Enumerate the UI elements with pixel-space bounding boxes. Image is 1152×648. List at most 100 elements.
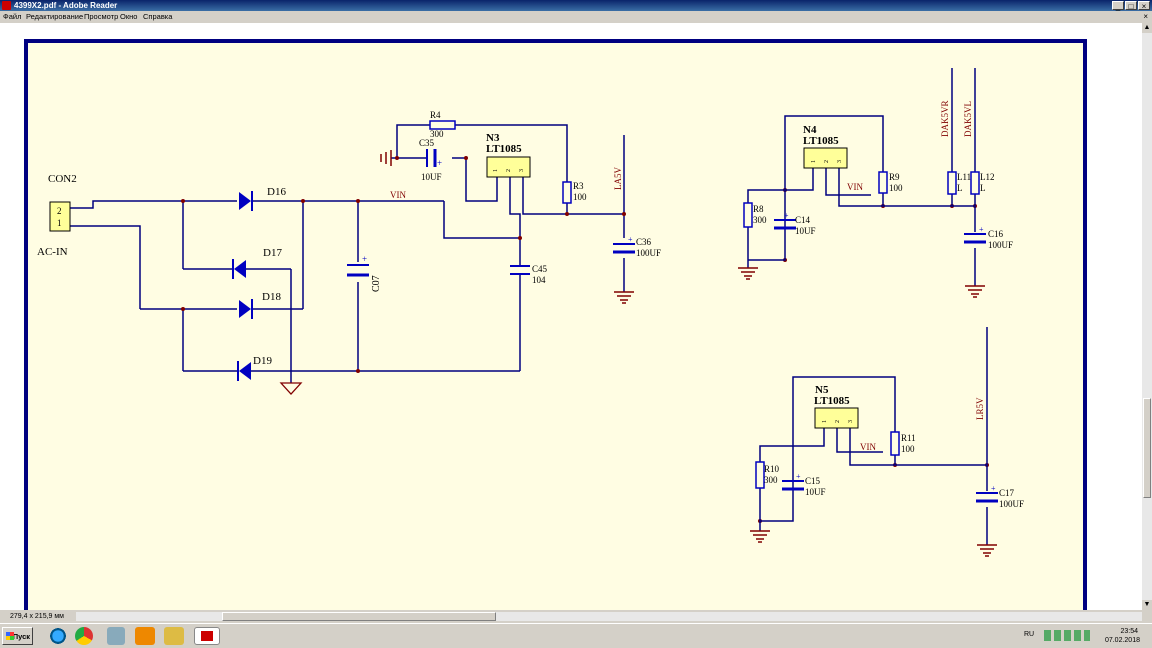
svg-text:300: 300 [753,215,767,225]
menu-edit[interactable]: Редактирование [26,12,84,21]
svg-text:+: + [362,254,367,264]
chrome-icon[interactable] [75,627,93,645]
document-view[interactable]: 2 1 CON2 AC-IN D16 D17 D18 D19 VIN + C07… [0,23,1142,610]
inductor-l11: L11 L [947,171,971,195]
earth-ground-symbol [380,150,392,166]
minimize-button[interactable]: _ [1112,1,1124,11]
svg-text:1: 1 [822,420,828,423]
maximize-button[interactable]: □ [1125,1,1137,11]
svg-text:R10: R10 [764,464,780,474]
menu-bar: Файл Редактирование Просмотр Окно Справк… [0,11,1152,23]
svg-text:300: 300 [764,475,778,485]
ground-c16 [965,285,985,298]
svg-text:C14: C14 [795,215,811,225]
adobe-pdf-icon [201,631,213,641]
svg-text:10UF: 10UF [805,487,826,497]
outlook-icon[interactable] [135,627,155,645]
tray-icons[interactable] [1044,630,1090,641]
adobe-reader-taskbar-button[interactable] [194,627,220,645]
diode-d17: D17 [232,247,282,279]
system-tray: RU 23:54 07.02.2018 [1022,626,1152,646]
svg-text:1: 1 [811,160,817,163]
regulator-n4: N4 LT1085 1 2 3 VIN [803,124,863,192]
resistor-r10: R10 300 [755,461,780,489]
menu-view[interactable]: Просмотр [84,12,119,21]
start-label: Пуск [12,632,30,641]
svg-text:3: 3 [848,420,854,423]
page-background [24,39,1087,610]
svg-text:+: + [784,211,789,220]
file-explorer-icon[interactable] [164,627,184,645]
svg-text:10UF: 10UF [795,226,816,236]
svg-text:+: + [796,472,801,481]
svg-text:LT1085: LT1085 [803,135,839,147]
ground-c36 [614,291,634,304]
close-document-icon[interactable]: × [1143,12,1148,21]
taskbar: Пуск RU 23:54 07.02.2018 [0,623,1152,648]
close-button[interactable]: × [1138,1,1150,11]
svg-text:N4: N4 [803,124,817,136]
svg-text:L11: L11 [957,172,971,182]
diode-d16: D16 [239,186,286,211]
svg-text:C07: C07 [371,275,382,292]
schematic-page: 2 1 CON2 AC-IN D16 D17 D18 D19 VIN + C07… [0,23,1142,610]
diode-d18: D18 [239,291,281,319]
svg-text:LT1085: LT1085 [486,143,522,155]
svg-text:D18: D18 [262,291,281,303]
window-title: 4399X2.pdf - Adobe Reader [14,1,118,10]
svg-text:C15: C15 [805,476,821,486]
svg-text:C36: C36 [636,237,652,247]
svg-text:D19: D19 [253,355,272,367]
calculator-icon[interactable] [107,627,125,645]
svg-text:C17: C17 [999,488,1015,498]
clock-time: 23:54 [1120,628,1138,635]
internet-explorer-icon[interactable] [47,627,69,645]
capacitor-c36: + C36 100UF [613,235,661,258]
menu-window[interactable]: Окно [120,12,138,21]
con2-label: CON2 [48,173,77,185]
inductor-l12: L12 L [970,171,995,195]
status-bar: 279,4 x 215,9 мм [0,610,1152,623]
vertical-scrollbar[interactable]: ▲ ▼ [1142,23,1152,610]
left-wires [70,124,625,383]
n4-wires [747,68,976,286]
menu-help[interactable]: Справка [143,12,173,21]
ground-symbol [279,382,303,395]
scroll-up-icon[interactable]: ▲ [1142,23,1152,33]
capacitor-c17: + C17 100UF [976,484,1024,509]
clock-date: 07.02.2018 [1104,637,1140,644]
svg-text:3: 3 [519,169,525,172]
horizontal-scrollbar[interactable] [76,612,1142,621]
con2-pin-2: 2 [57,206,62,216]
language-indicator[interactable]: RU [1024,631,1035,638]
svg-text:R3: R3 [573,181,584,191]
scroll-down-icon[interactable]: ▼ [1142,600,1152,610]
con2-pin-1: 1 [57,218,62,228]
vertical-scroll-thumb[interactable] [1143,398,1151,498]
resistor-r9: R9 100 [878,171,903,194]
svg-text:100UF: 100UF [636,248,661,258]
svg-text:LT1085: LT1085 [814,395,850,407]
svg-text:2: 2 [835,420,841,423]
capacitor-c16: + C16 100UF [964,225,1013,250]
ac-in-label: AC-IN [37,246,68,258]
svg-text:1: 1 [493,169,499,172]
vin-net-label: VIN [390,190,406,200]
windows-logo-icon [6,632,14,640]
regulator-n3: N3 LT1085 1 2 3 [486,132,531,178]
svg-text:+: + [979,225,984,234]
dak5vr-net-label: DAK5VR [940,100,950,137]
lr5v-net-label: LR5V [975,397,985,420]
regulator-n5: N5 LT1085 1 2 3 VIN [814,384,876,452]
menu-file[interactable]: Файл [3,12,22,21]
svg-text:R11: R11 [901,433,916,443]
start-button[interactable]: Пуск [2,627,33,645]
horizontal-scroll-thumb[interactable] [222,612,496,621]
svg-text:C45: C45 [532,264,548,274]
svg-text:+: + [628,235,633,244]
ground-c14 [738,267,758,280]
dak5vl-net-label: DAK5VL [963,101,973,137]
capacitor-c14: + C14 10UF [774,211,816,236]
svg-text:+: + [437,158,442,168]
diode-d19: D19 [237,355,272,381]
